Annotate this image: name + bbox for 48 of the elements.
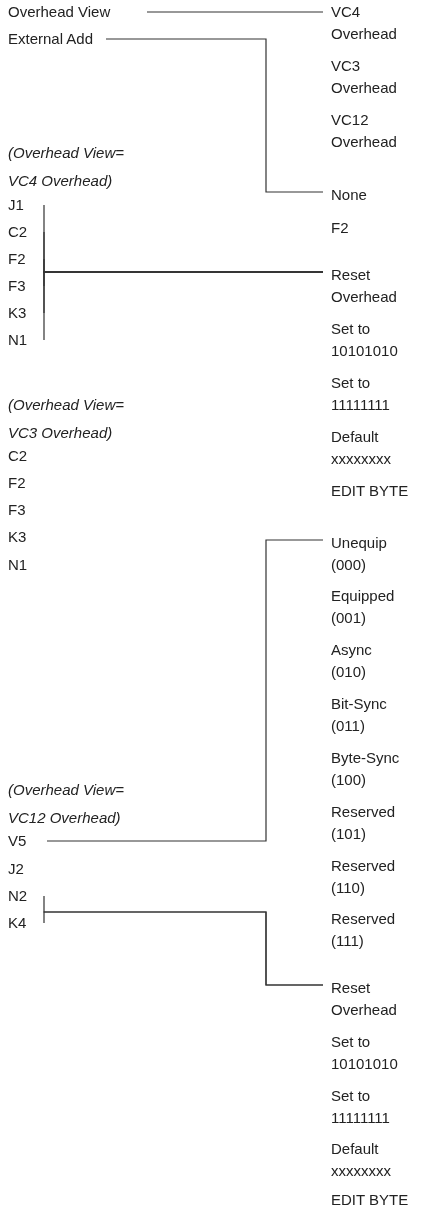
- menu-item: Set to 10101010: [323, 1031, 403, 1075]
- menu-item: K3: [8, 526, 44, 548]
- menu-item: External Add: [8, 28, 106, 50]
- menu-item: N2: [8, 885, 44, 907]
- menu-item: C2: [8, 221, 44, 243]
- menu-item: Reset Overhead: [323, 977, 403, 1021]
- menu-item: F3: [8, 275, 44, 297]
- connector-line: [105, 38, 324, 193]
- menu-item: VC4 Overhead: [323, 1, 403, 45]
- view-condition-note: (Overhead View= VC12 Overhead): [8, 780, 126, 828]
- menu-item: C2: [8, 445, 44, 467]
- menu-item: VC3 Overhead: [323, 55, 403, 99]
- menu-item: Default xxxxxxxx: [323, 426, 403, 470]
- menu-item: J1: [8, 194, 44, 216]
- menu-item: Reserved (110): [323, 855, 403, 899]
- menu-item: F2: [8, 472, 44, 494]
- connector-line: [43, 271, 324, 341]
- menu-item: Reserved (101): [323, 801, 403, 845]
- menu-item: V5: [8, 830, 47, 852]
- connector-line: [146, 11, 324, 13]
- menu-item: Set to 11111111: [323, 1085, 403, 1129]
- menu-item: K4: [8, 912, 44, 934]
- menu-item: VC12 Overhead: [323, 109, 403, 153]
- menu-item: Async (010): [323, 639, 403, 683]
- menu-item: Default xxxxxxxx: [323, 1138, 403, 1182]
- menu-item: Set to 10101010: [323, 318, 403, 362]
- menu-item: N1: [8, 554, 44, 576]
- menu-item: N1: [8, 329, 44, 351]
- view-condition-note: (Overhead View= VC4 Overhead): [8, 143, 126, 191]
- menu-item: EDIT BYTE: [323, 480, 418, 502]
- menu-item: None: [323, 184, 418, 206]
- menu-item: F3: [8, 499, 44, 521]
- connector-line: [46, 539, 324, 842]
- menu-item: Overhead View: [8, 1, 147, 23]
- menu-item: K3: [8, 302, 44, 324]
- menu-item: Unequip (000): [323, 532, 403, 576]
- connector-line: [43, 911, 324, 986]
- menu-item: Set to 11111111: [323, 372, 403, 416]
- menu-item: EDIT BYTE: [323, 1189, 418, 1211]
- menu-item: Bit-Sync (011): [323, 693, 403, 737]
- menu-item: Equipped (001): [323, 585, 403, 629]
- menu-item: Byte-Sync (100): [323, 747, 403, 791]
- view-condition-note: (Overhead View= VC3 Overhead): [8, 395, 126, 443]
- menu-item: Reset Overhead: [323, 264, 403, 308]
- menu-item: J2: [8, 858, 44, 880]
- menu-item: F2: [8, 248, 44, 270]
- menu-item: Reserved (111): [323, 908, 403, 952]
- menu-item: F2: [323, 217, 418, 239]
